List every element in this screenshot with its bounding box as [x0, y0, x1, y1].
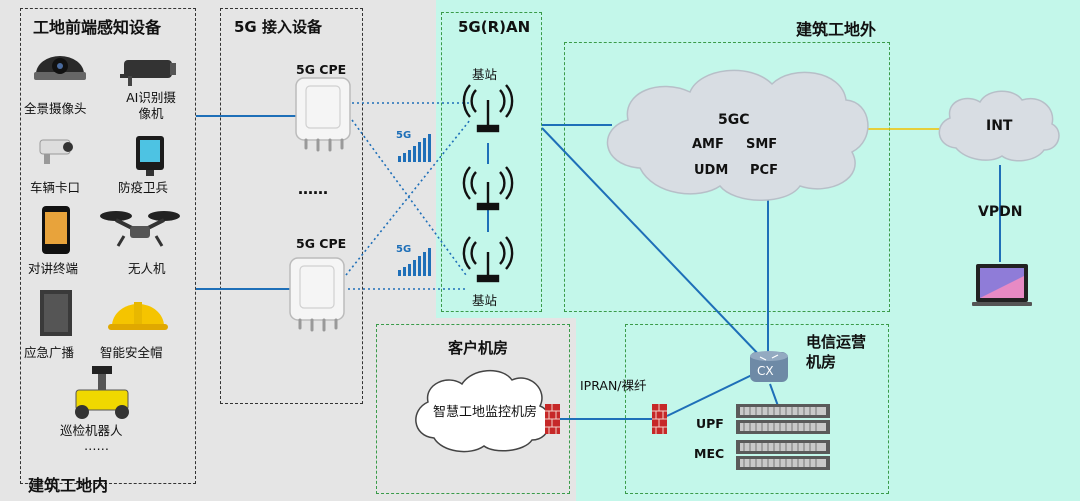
core-5gc-label: 5GC: [718, 112, 750, 128]
cpe-bottom-icon: [289, 257, 345, 332]
access-devices-box: [220, 8, 363, 404]
inside-zone-label: 建筑工地内: [28, 476, 109, 495]
base-station-top-label: 基站: [472, 67, 498, 82]
server-rack-icon: [736, 404, 830, 470]
link-bs-cx: [541, 127, 763, 359]
device-label-inspection-robot: 巡检机器人: [60, 423, 123, 438]
outside-core-box: [564, 42, 890, 312]
laptop-icon: [972, 264, 1032, 306]
device-label-panoramic-camera: 全景摄像头: [24, 101, 87, 116]
customer-room-title: 客户机房: [448, 339, 509, 357]
signal-bars-top-icon: [398, 134, 431, 162]
vehicle-gate-icon: [39, 139, 73, 164]
customer-cloud-label: 智慧工地监控机房: [432, 405, 537, 420]
base-station-bottom-icon: [462, 236, 514, 283]
device-label-vehicle-gate: 车辆卡口: [30, 180, 81, 195]
base-station-bottom-label: 基站: [472, 293, 498, 308]
internet-label: INT: [986, 118, 1013, 134]
core-smf-label: SMF: [746, 137, 778, 152]
device-more-ellipsis: ……: [84, 438, 109, 453]
core-udm-label: UDM: [694, 163, 729, 178]
transport-label: IPRAN/裸纤: [580, 378, 647, 393]
signal-bottom-label: 5G: [396, 244, 412, 255]
panoramic-camera-icon: [34, 56, 86, 80]
link-firewall-cx: [666, 373, 755, 417]
cloud-int-shape: [938, 90, 1060, 162]
front-devices-title: 工地前端感知设备: [33, 18, 162, 37]
signal-bars-bottom-icon: [398, 248, 431, 276]
epidemic-guard-icon: [136, 136, 164, 176]
base-station-middle-icon: [462, 166, 514, 211]
outside-zone-label: 建筑工地外: [796, 20, 877, 39]
device-label-drone: 无人机: [128, 261, 166, 276]
device-label-ai-camera: AI识别摄像机: [126, 90, 176, 121]
vpdn-label: VPDN: [978, 204, 1023, 220]
core-pcf-label: PCF: [750, 163, 778, 178]
emergency-broadcast-icon: [40, 290, 72, 336]
front-devices-box: [20, 8, 196, 484]
walkie-talkie-icon: [42, 206, 70, 254]
customer-room-box: [376, 324, 570, 494]
ran-box: [441, 12, 542, 312]
device-label-walkie-talkie: 对讲终端: [28, 261, 79, 276]
cx-label: CX: [757, 364, 774, 378]
cx-router-icon: [750, 351, 788, 382]
device-label-safety-helmet: 智能安全帽: [100, 345, 163, 360]
signal-top-label: 5G: [396, 130, 412, 141]
cloud-customer-shape: [415, 369, 551, 453]
device-label-emergency-broadcast: 应急广播: [24, 345, 75, 360]
firewall-telecom-icon: [652, 404, 667, 434]
cloud-5gc-shape: [606, 69, 869, 201]
mec-label: MEC: [694, 446, 725, 461]
base-station-top-icon: [462, 84, 514, 133]
radio-link-3: [351, 119, 467, 276]
cpe-bottom-label: 5G CPE: [296, 236, 347, 251]
drone-icon: [100, 211, 180, 247]
firewall-customer-icon: [545, 404, 560, 434]
core-amf-label: AMF: [692, 137, 724, 152]
telecom-room-box: [625, 324, 889, 494]
link-cx-upf: [769, 383, 779, 407]
access-devices-title: 5G 接入设备: [234, 18, 322, 36]
safety-helmet-icon: [108, 302, 168, 330]
radio-link-4: [345, 119, 471, 276]
device-label-epidemic-guard: 防疫卫兵: [118, 180, 169, 195]
ran-title: 5G(R)AN: [458, 18, 531, 36]
cpe-top-label: 5G CPE: [296, 62, 347, 77]
ai-camera-icon: [120, 60, 176, 86]
upf-label: UPF: [696, 416, 724, 431]
cpe-top-icon: [295, 77, 351, 152]
telecom-room-title: 电信运营机房: [806, 333, 867, 371]
inspection-robot-icon: [75, 366, 129, 419]
cpe-more-dots: ……: [298, 180, 328, 198]
